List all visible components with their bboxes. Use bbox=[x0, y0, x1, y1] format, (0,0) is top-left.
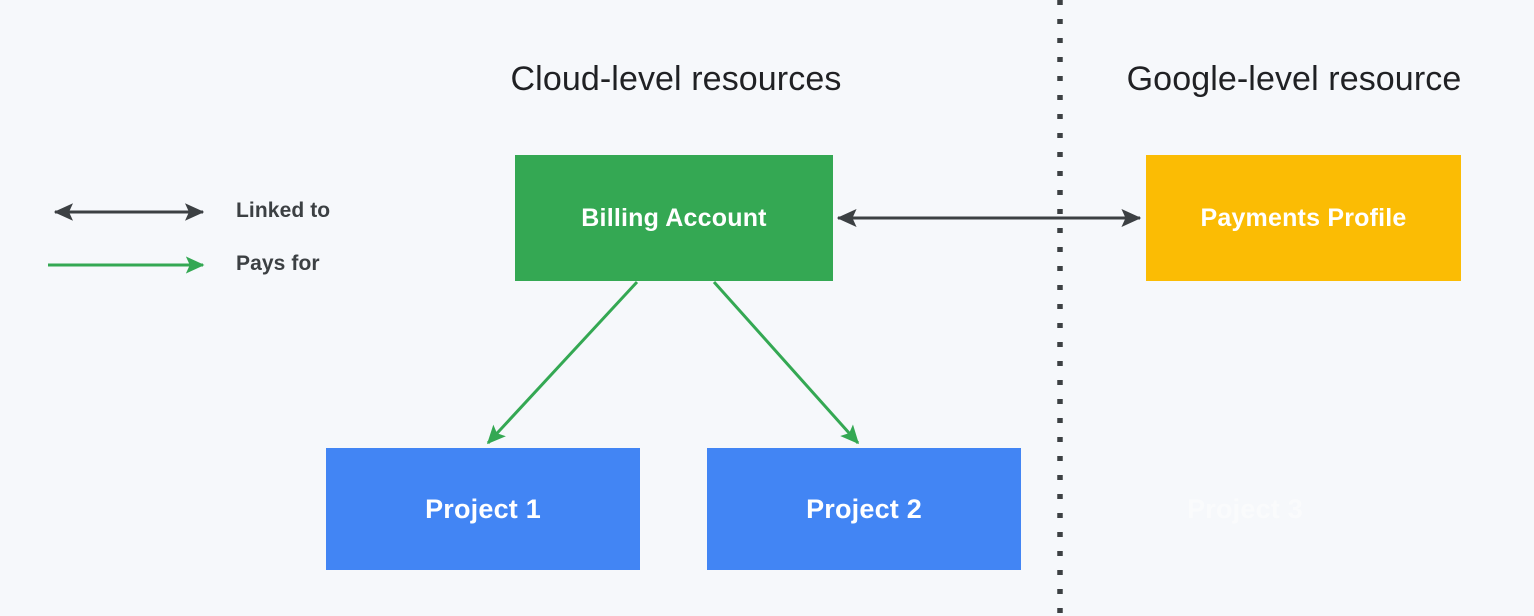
node-project-2[interactable]: Project 2 bbox=[707, 448, 1021, 570]
section-title-cloud-level: Cloud-level resources bbox=[510, 60, 842, 98]
edge-billing-to-project2 bbox=[712, 281, 860, 445]
node-billing-account[interactable]: Billing Account bbox=[515, 155, 833, 281]
node-project-1[interactable]: Project 1 bbox=[326, 448, 640, 570]
legend-arrow-icons bbox=[48, 203, 205, 274]
section-title-google-level: Google-level resource bbox=[1126, 60, 1462, 98]
legend-label-pays-for: Pays for bbox=[236, 252, 320, 275]
edge-billing-to-project1 bbox=[486, 280, 639, 445]
node-project-3: Project 3 bbox=[1187, 493, 1303, 524]
node-payments-profile[interactable]: Payments Profile bbox=[1146, 155, 1461, 281]
legend-label-linked-to: Linked to bbox=[236, 199, 331, 222]
vertical-dotted-divider bbox=[1057, 0, 1063, 616]
